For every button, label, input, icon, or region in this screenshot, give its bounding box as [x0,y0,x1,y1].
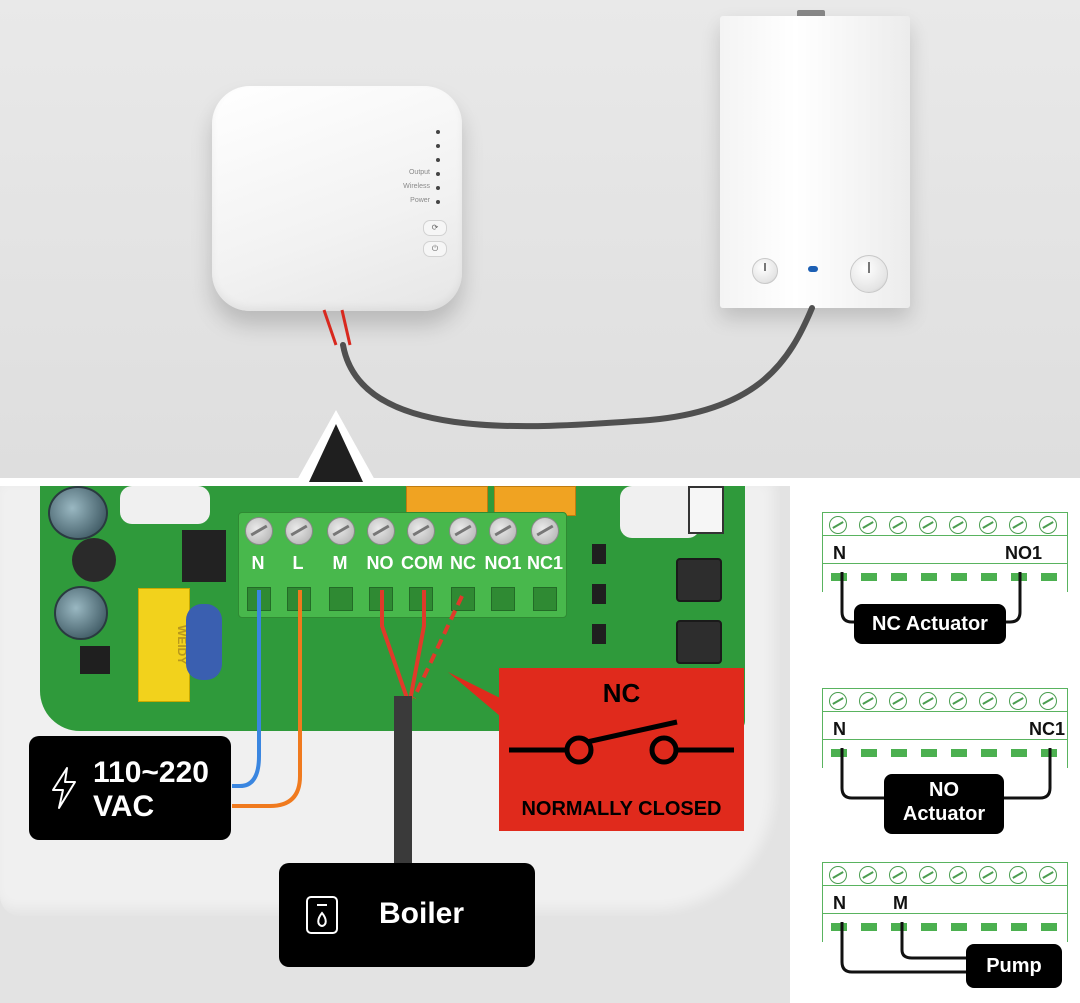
led-indicator [436,158,440,162]
relay-block [494,486,576,516]
diagram3-right-label: M [893,893,908,913]
voltage-callout: 110~220 VAC [29,736,231,840]
power-button[interactable]: ⏻ [423,241,447,257]
yellow-film-capacitor: WEIDY [138,588,190,702]
electrolytic-capacitor [48,486,108,540]
red-wire [408,590,426,702]
boiler-flue-cap [797,10,825,18]
top-cable-svg [322,305,815,430]
normally-closed-card: NC NORMALLY CLOSED [499,668,744,831]
terminal-label-no1: NO1 [484,553,522,573]
bottom-wiring-scene: WEIDY N L M NO COM NC NO1 NC1 [0,486,1080,1003]
led-indicator [436,172,440,176]
diagram1-right-label: NO1 [1005,543,1043,563]
led-indicator [436,130,440,134]
pcb-push-button [676,620,722,664]
led-indicator [436,186,440,190]
red-wire-lead [322,309,338,346]
top-product-scene: Output Wireless Power ⟳ ⏻ [0,0,1080,478]
nc-subtitle: NORMALLY CLOSED [521,798,722,820]
led-label-output: Output [408,169,430,176]
boiler-label: Boiler [379,897,465,930]
boiler-callout: Boiler [279,863,535,967]
smd-transistor [592,544,606,564]
boiler-right-knob [850,255,888,293]
diagram2-left-label: N [833,719,846,739]
pointer-notch-relay [309,424,363,482]
boiler-icon [306,896,338,934]
blue-wire [232,590,261,788]
bridge-rectifier [80,646,110,674]
pair-button[interactable]: ⟳ [423,220,447,236]
terminal-label-com: COM [401,553,443,573]
diagram1-left-label: N [833,543,846,563]
wiring-svg [232,590,500,866]
diagram-nc-actuator: N NO1 NC Actuator [822,512,1068,652]
switch-symbol-icon [509,719,734,765]
terminal-label-nc1: NC1 [526,553,563,573]
diagram-no-actuator: N NC1 NO Actuator [822,688,1068,838]
pcb-push-button [676,558,722,602]
lightning-bolt-icon [52,767,76,809]
red-dashed-wire [412,595,464,699]
electrolytic-capacitor [54,586,108,640]
terminal-label-l: L [292,553,304,573]
boiler-logo [808,266,818,272]
terminal-block: N L M NO COM NC NO1 NC1 [238,512,567,618]
diagram3-left-label: N [833,893,846,913]
voltage-text: 110~220 VAC [93,756,209,824]
led-indicator [436,144,440,148]
terminal-label-n: N [251,553,265,573]
transformer-chip [182,530,226,582]
nc-actuator-label: NC Actuator [854,604,1006,644]
pump-label: Pump [966,944,1062,988]
red-wire [380,590,410,702]
led-indicator [436,200,440,204]
callout-pointer [448,672,500,716]
smd-transistor [592,624,606,644]
led-label-power: Power [410,197,430,204]
voltage-line1: 110~220 [93,756,209,789]
terminal-label-nc: NC [450,553,476,573]
terminal-label-m: M [332,553,348,573]
voltage-line2: VAC [93,790,155,823]
nc-title: NC [602,678,641,708]
no-actuator-label: NO Actuator [884,774,1004,834]
blue-ceramic-capacitor [186,604,222,680]
no-actuator-line2: Actuator [902,803,986,825]
inductor-coil [72,538,116,582]
wireless-receiver: Output Wireless Power ⟳ ⏻ [212,86,462,311]
led-label-wireless: Wireless [403,183,430,190]
divider-band [0,478,1080,486]
diagram2-right-label: NC1 [1029,719,1066,739]
dip-switch [688,486,724,534]
orange-wire [232,590,302,808]
diagram-pump: N M Pump [822,862,1068,992]
boiler-left-knob [752,258,778,284]
red-wire-lead [340,309,352,346]
smd-transistor [592,584,606,604]
terminal-label-no: NO [366,553,394,573]
no-actuator-line1: NO [929,779,959,801]
boiler-cable [340,305,815,430]
